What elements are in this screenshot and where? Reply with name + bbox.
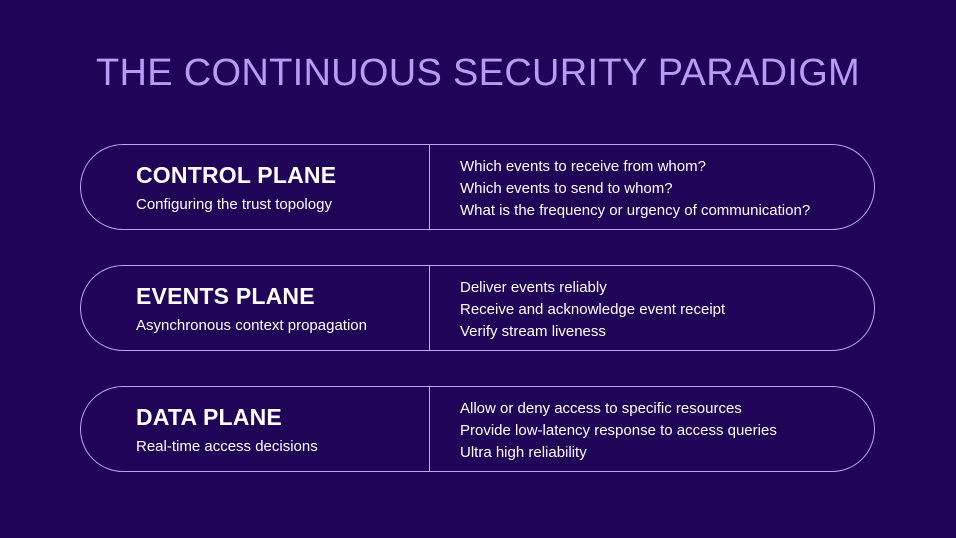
list-item: What is the frequency or urgency of comm…	[460, 202, 811, 219]
list-item: Ultra high reliability	[460, 444, 587, 461]
card-subtitle: Real-time access decisions	[136, 438, 318, 455]
card-subtitle: Configuring the trust topology	[136, 196, 332, 213]
card-items: Allow or deny access to specific resourc…	[460, 398, 777, 464]
card-items: Deliver events reliably Receive and ackn…	[460, 277, 725, 343]
data-plane-card: DATA PLANE Real-time access decisions Al…	[80, 386, 875, 472]
divider	[429, 387, 430, 471]
control-plane-card: CONTROL PLANE Configuring the trust topo…	[80, 144, 875, 230]
page-title: THE CONTINUOUS SECURITY PARADIGM	[95, 52, 861, 94]
divider	[429, 266, 430, 350]
list-item: Which events to send to whom?	[460, 180, 673, 197]
card-heading: DATA PLANE	[136, 404, 282, 430]
list-item: Deliver events reliably	[460, 279, 607, 296]
list-item: Provide low-latency response to access q…	[460, 422, 777, 439]
card-heading: CONTROL PLANE	[136, 162, 337, 188]
list-item: Allow or deny access to specific resourc…	[460, 400, 742, 417]
list-item: Which events to receive from whom?	[460, 158, 706, 175]
list-item: Verify stream liveness	[460, 323, 606, 340]
card-subtitle: Asynchronous context propagation	[136, 317, 367, 334]
events-plane-card: EVENTS PLANE Asynchronous context propag…	[80, 265, 875, 351]
card-heading: EVENTS PLANE	[136, 283, 315, 309]
list-item: Receive and acknowledge event receipt	[460, 301, 726, 318]
card-items: Which events to receive from whom? Which…	[460, 156, 810, 222]
divider	[429, 145, 430, 229]
